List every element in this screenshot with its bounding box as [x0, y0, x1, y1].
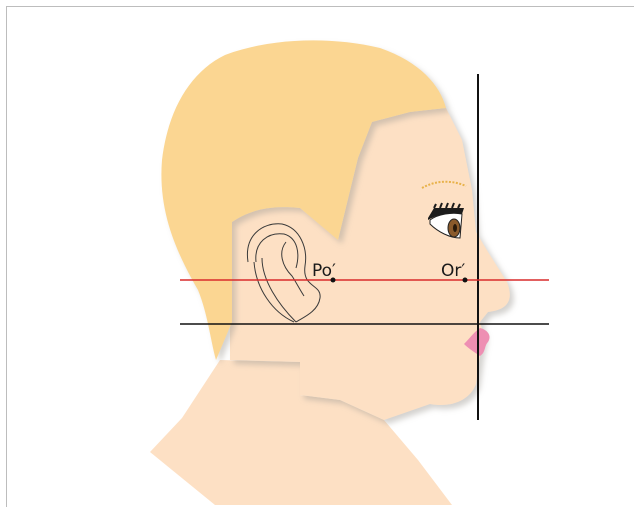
orbitale-label: Or′	[441, 261, 465, 281]
porion-label: Po′	[312, 261, 336, 281]
